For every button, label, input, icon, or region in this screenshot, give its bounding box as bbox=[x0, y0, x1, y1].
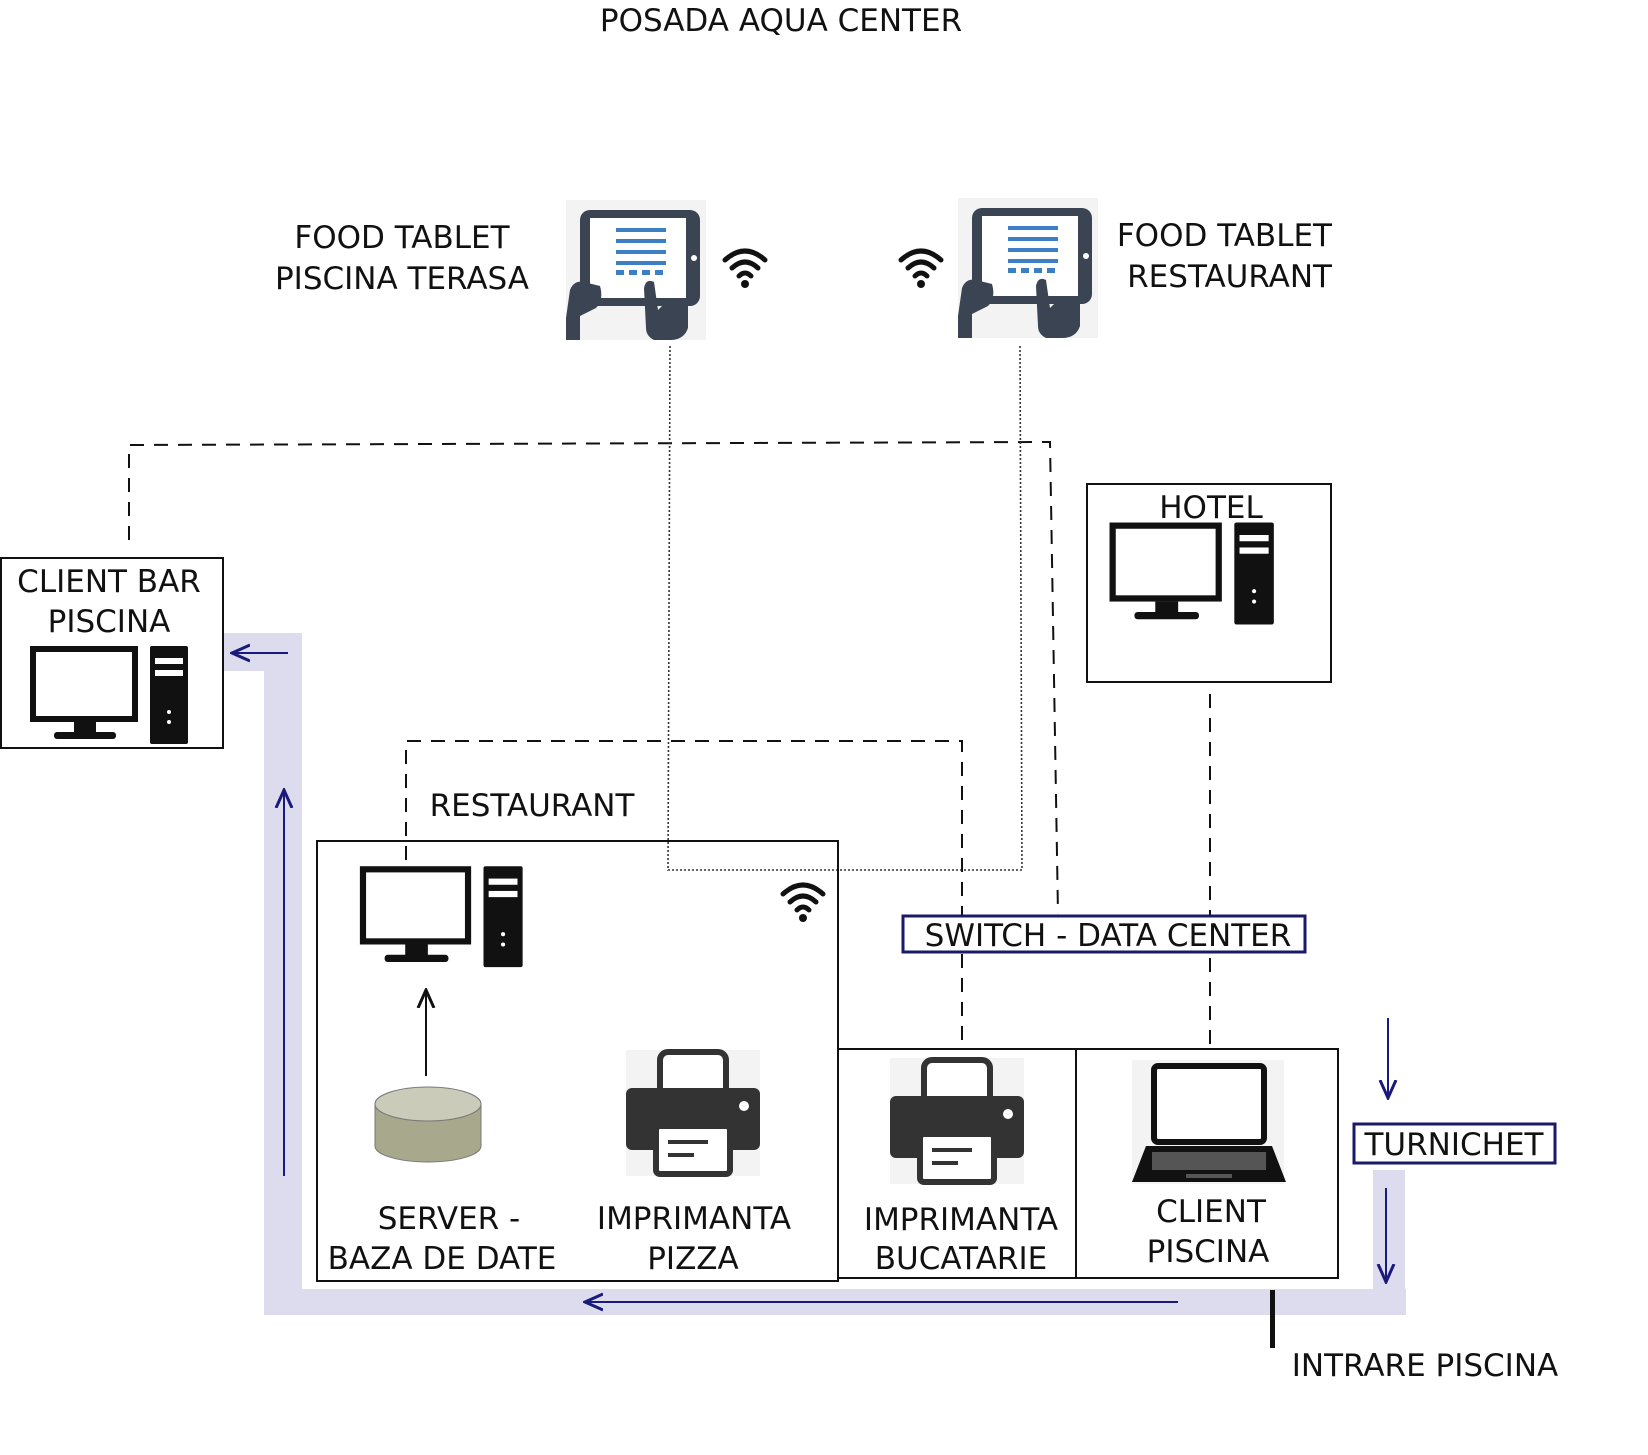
turnichet: TURNICHET bbox=[1352, 1122, 1557, 1165]
client-bar-piscina-node: CLIENT BAR PISCINA bbox=[0, 557, 224, 749]
client-bar-line1: CLIENT BAR bbox=[17, 564, 201, 600]
client-piscina-line1: CLIENT bbox=[1156, 1194, 1267, 1230]
hotel-node: HOTEL bbox=[1086, 483, 1332, 683]
imprimanta-bucatarie-node: IMPRIMANTA BUCATARIE bbox=[837, 1048, 1077, 1279]
server-line2: BAZA DE DATE bbox=[328, 1241, 557, 1277]
link-bar-to-switch bbox=[128, 440, 1059, 915]
food-tablet-piscina-terasa: FOOD TABLET PISCINA TERASA bbox=[275, 200, 765, 340]
imprimanta-bucatarie-line2: BUCATARIE bbox=[875, 1241, 1047, 1277]
restaurant-label: RESTAURANT bbox=[430, 788, 636, 824]
pool-flow-arrows bbox=[232, 653, 1388, 1302]
server-line1: SERVER - bbox=[378, 1201, 520, 1237]
imprimanta-pizza-line2: PIZZA bbox=[647, 1241, 739, 1277]
client-piscina-node: CLIENT PISCINA bbox=[1075, 1048, 1339, 1279]
hotel-label: HOTEL bbox=[1159, 490, 1263, 526]
intrare-piscina: INTRARE PISCINA bbox=[1270, 1290, 1558, 1384]
wireless-links bbox=[667, 345, 1023, 871]
imprimanta-pizza-line1: IMPRIMANTA bbox=[597, 1201, 791, 1237]
pool-flow-path bbox=[224, 633, 1406, 1315]
server-database: SERVER - BAZA DE DATE bbox=[328, 1086, 557, 1277]
imprimanta-bucatarie-line1: IMPRIMANTA bbox=[864, 1202, 1058, 1238]
food-tablet-restaurant-line2: RESTAURANT bbox=[1127, 259, 1333, 295]
food-tablet-piscina-line1: FOOD TABLET bbox=[294, 220, 510, 256]
wifi-icon bbox=[725, 251, 765, 288]
imprimanta-pizza: IMPRIMANTA PIZZA bbox=[597, 1050, 791, 1277]
turnichet-label: TURNICHET bbox=[1364, 1127, 1545, 1163]
tablet-touch-icon bbox=[566, 200, 706, 340]
food-tablet-restaurant: FOOD TABLET RESTAURANT bbox=[901, 198, 1333, 338]
switch-label: SWITCH - DATA CENTER bbox=[925, 918, 1292, 954]
diagram-title: POSADA AQUA CENTER bbox=[600, 3, 962, 39]
laptop-icon bbox=[1132, 1060, 1286, 1184]
printer-icon bbox=[890, 1058, 1024, 1184]
wifi-icon bbox=[901, 251, 941, 288]
wired-links bbox=[128, 440, 1211, 1048]
desktop-computer-icon bbox=[363, 866, 523, 967]
switch-data-center: SWITCH - DATA CENTER bbox=[901, 914, 1307, 954]
intrare-label: INTRARE PISCINA bbox=[1292, 1348, 1558, 1384]
client-bar-line2: PISCINA bbox=[48, 604, 171, 640]
link-tablets-to-restaurant-wifi bbox=[667, 345, 1023, 871]
wifi-icon bbox=[783, 885, 823, 922]
restaurant-node: RESTAURANT SERVER - BAZA DE DATE IMPRIMA… bbox=[316, 788, 839, 1282]
tablet-touch-icon bbox=[958, 198, 1098, 338]
food-tablet-restaurant-line1: FOOD TABLET bbox=[1117, 218, 1333, 254]
database-icon bbox=[374, 1086, 482, 1122]
printer-icon bbox=[626, 1050, 760, 1176]
client-piscina-line2: PISCINA bbox=[1147, 1234, 1270, 1270]
link-restaurant-to-switch bbox=[405, 740, 963, 1040]
entrance-marker bbox=[1270, 1290, 1275, 1348]
food-tablet-piscina-line2: PISCINA TERASA bbox=[275, 261, 529, 297]
